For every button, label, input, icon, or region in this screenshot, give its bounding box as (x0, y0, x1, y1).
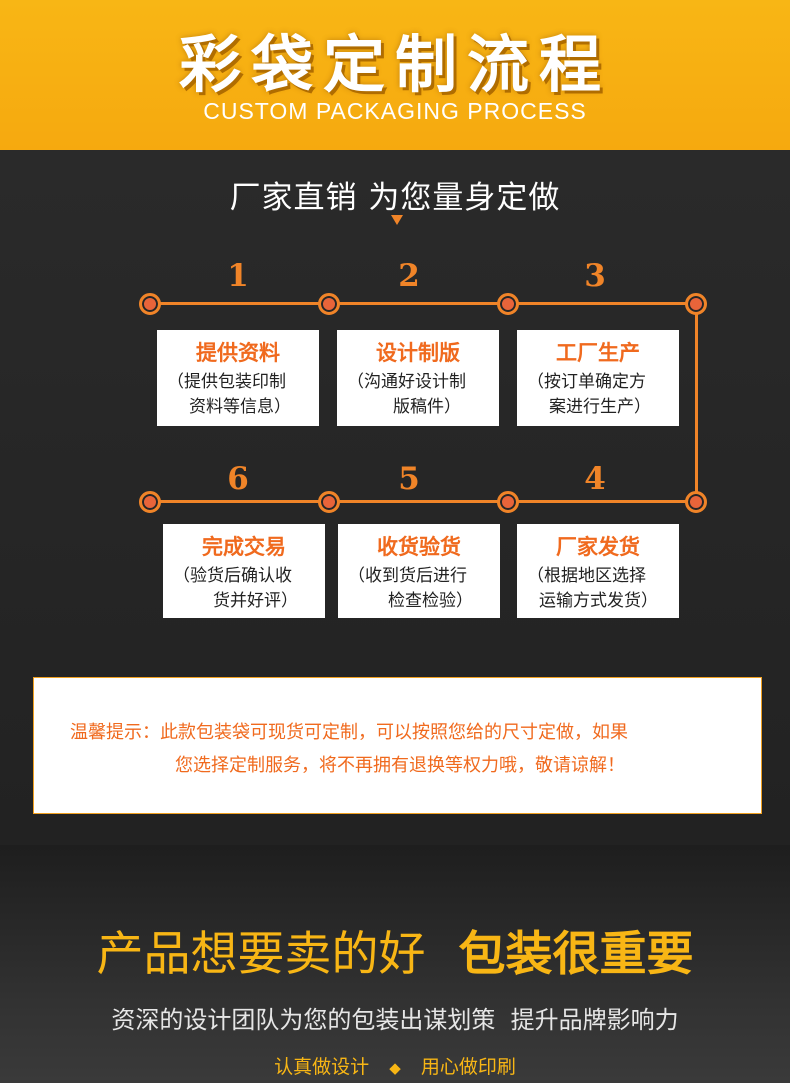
step-desc-line: （沟通好设计制 (347, 372, 466, 392)
step-title: 提供资料 (196, 341, 280, 365)
timeline-right-line (695, 304, 698, 502)
step-number: 2 (398, 258, 420, 294)
timeline-node (318, 293, 340, 315)
step-desc-line: （收到货后进行 (348, 566, 467, 586)
timeline-top-line (150, 302, 696, 305)
step-desc-line: 资料等信息） (189, 397, 291, 417)
step-description: （沟通好设计制 版稿件） (347, 370, 493, 420)
step-card-5: 收货验货 （收到货后进行 检查检验） (338, 524, 500, 618)
timeline-node (497, 293, 519, 315)
step-description: （提供包装印制 资料等信息） (167, 370, 313, 420)
banner-subtitle: CUSTOM PACKAGING PROCESS (203, 98, 587, 124)
step-number: 4 (584, 461, 606, 497)
step-desc-line: 运输方式发货） (539, 591, 658, 611)
diamond-icon: ◆ (389, 1059, 401, 1077)
slogan-bold: 包装很重要 (458, 927, 694, 982)
step-number: 1 (227, 258, 249, 294)
timeline-node (685, 491, 707, 513)
step-title: 工厂生产 (556, 341, 640, 365)
promo-section (0, 845, 790, 1083)
banner-title: 彩袋定制流程 (178, 28, 611, 101)
promo-tagline: 资深的设计团队为您的包装出谋划策 提升品牌影响力 (111, 1006, 679, 1034)
notice-box: 温馨提示：此款包装袋可现货可定制，可以按照您给的尺寸定做，如果 您选择定制服务，… (33, 677, 762, 814)
step-desc-line: （按订单确定方 (527, 372, 646, 392)
footer-right: 用心做印刷 (420, 1056, 516, 1078)
step-card-1: 提供资料 （提供包装印制 资料等信息） (157, 330, 319, 426)
timeline-node (497, 491, 519, 513)
step-desc-line: 货并好评） (213, 591, 298, 611)
step-number: 5 (398, 461, 420, 497)
header-banner: 彩袋定制流程 CUSTOM PACKAGING PROCESS (0, 0, 790, 150)
promo-footer: 认真做设计 ◆ 用心做印刷 (0, 1052, 790, 1079)
step-desc-line: 案进行生产） (549, 397, 651, 417)
step-card-2: 设计制版 （沟通好设计制 版稿件） (337, 330, 499, 426)
step-desc-line: 版稿件） (393, 397, 461, 417)
promo-slogan: 产品想要卖的好 包装很重要 (0, 915, 790, 984)
down-arrow-icon (391, 215, 403, 225)
step-desc-line: 检查检验） (388, 591, 473, 611)
step-title: 设计制版 (376, 341, 460, 365)
step-title: 收货验货 (377, 535, 461, 559)
timeline-node (685, 293, 707, 315)
timeline-node (139, 491, 161, 513)
step-number: 6 (227, 461, 249, 497)
step-desc-line: （根据地区选择 (527, 566, 646, 586)
step-card-3: 工厂生产 （按订单确定方 案进行生产） (517, 330, 679, 426)
slogan-light: 产品想要卖的好 (96, 927, 426, 982)
footer-left: 认真做设计 (274, 1056, 370, 1078)
step-title: 厂家发货 (556, 535, 640, 559)
notice-line: 您选择定制服务，将不再拥有退换等权力哦，敬请谅解！ (175, 755, 625, 776)
step-desc-line: （验货后确认收 (173, 566, 292, 586)
step-title: 完成交易 (202, 535, 286, 559)
timeline-bottom-line (150, 500, 696, 503)
step-description: （根据地区选择 运输方式发货） (527, 564, 673, 614)
step-description: （验货后确认收 货并好评） (173, 564, 319, 614)
step-card-6: 完成交易 （验货后确认收 货并好评） (163, 524, 325, 618)
step-card-4: 厂家发货 （根据地区选择 运输方式发货） (517, 524, 679, 618)
notice-line: 温馨提示：此款包装袋可现货可定制，可以按照您给的尺寸定做，如果 (70, 722, 628, 743)
step-description: （收到货后进行 检查检验） (348, 564, 494, 614)
timeline-node (318, 491, 340, 513)
step-desc-line: （提供包装印制 (167, 372, 286, 392)
timeline-node (139, 293, 161, 315)
step-description: （按订单确定方 案进行生产） (527, 370, 673, 420)
process-heading: 厂家直销 为您量身定做 (229, 180, 561, 216)
step-number: 3 (584, 258, 606, 294)
